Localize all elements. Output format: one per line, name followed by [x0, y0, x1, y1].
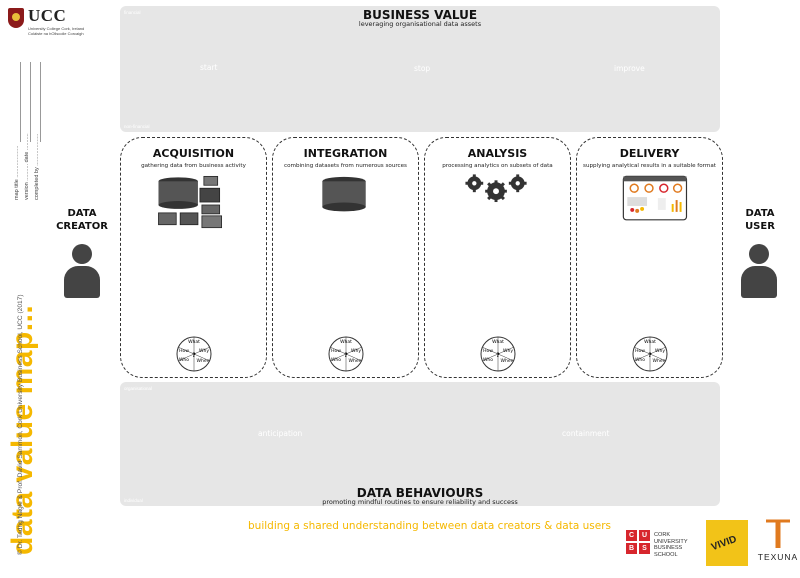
stage-acquisition-title: ACQUISITION: [152, 147, 235, 160]
data-behaviours-anticipation: anticipation: [258, 429, 303, 438]
cubs-logo-text: CORK UNIVERSITY BUSINESS SCHOOL: [654, 532, 688, 558]
svg-text:What: What: [188, 339, 200, 345]
five-w-icon: What How Why Who When ?: [480, 336, 515, 372]
texuna-logo-text: TEXUNA: [757, 552, 799, 562]
stage-integration: INTEGRATION combining datasets from nume…: [272, 137, 419, 378]
svg-text:When: When: [500, 358, 513, 364]
ucc-logo-sub-line-2: Coláiste na hOllscoile Corcaigh: [28, 31, 84, 36]
svg-text:Why: Why: [351, 348, 361, 354]
stage-acquisition: ACQUISITION gathering data from business…: [120, 137, 267, 378]
texuna-logo: TEXUNA: [756, 518, 800, 564]
acquisition-data-sources-icon: [158, 175, 223, 229]
vivid-logo: VIVID: [706, 520, 748, 566]
ucc-logo-name: UCC: [28, 6, 67, 25]
business-value-stop: stop: [414, 64, 431, 73]
data-user-label-line1: DATA: [745, 208, 775, 219]
svg-text:?: ?: [192, 352, 196, 359]
svg-text:When: When: [196, 358, 209, 364]
data-behaviours-title: DATA BEHAVIOURS: [356, 486, 484, 500]
stage-integration-title: INTEGRATION: [303, 147, 388, 160]
data-user-label-line2: USER: [745, 221, 775, 232]
data-behaviours-corner-top: organisational: [124, 386, 153, 391]
field-line-3: [40, 62, 41, 142]
field-line-1: [20, 62, 21, 142]
field-map-title: map title .....................: [14, 145, 20, 200]
svg-text:What: What: [340, 339, 352, 345]
cubs-letter-c: C: [626, 530, 637, 541]
texuna-mark-icon: [766, 519, 790, 548]
data-behaviours-subtitle: promoting mindful routines to ensure rel…: [322, 498, 518, 506]
business-value-corner-top: financial: [124, 10, 141, 15]
stage-acquisition-subtitle: gathering data from business activity: [141, 163, 246, 169]
data-behaviours-panel: organisational individual anticipation c…: [120, 382, 720, 506]
cubs-logo: C U B S CORK UNIVERSITY BUSINESS SCHOOL: [626, 530, 696, 558]
field-completed-by: completed by .....................: [34, 133, 40, 200]
svg-text:Why: Why: [655, 348, 665, 354]
data-creator-icon: [64, 244, 100, 298]
five-w-icon: What How Why Who When ?: [328, 336, 363, 372]
delivery-dashboard-icon: [622, 175, 688, 221]
business-value-start: start: [200, 63, 218, 72]
ucc-logo-sub-line-1: University College Cork, Ireland: [28, 26, 85, 31]
integration-database-icon: [322, 176, 366, 212]
business-value-improve: improve: [614, 64, 645, 73]
svg-text:What: What: [492, 339, 504, 345]
data-user-icon: [741, 244, 777, 298]
copyright-vertical: © Dr. Tadhg Nagle & Prof. David Sammon, …: [17, 294, 24, 555]
svg-text:?: ?: [496, 352, 500, 359]
svg-text:Who: Who: [482, 357, 492, 363]
svg-text:Who: Who: [178, 357, 188, 363]
field-version: version ........... date ...........: [24, 133, 30, 200]
stage-delivery-title: DELIVERY: [619, 147, 680, 160]
svg-text:?: ?: [648, 352, 652, 359]
stage-delivery: DELIVERY supplying analytical results in…: [576, 137, 723, 378]
five-w-icon: What How Why Who When ?: [632, 336, 667, 372]
ucc-logo-subtitle: University College Cork, Ireland Coláist…: [28, 26, 84, 36]
field-line-2: [30, 62, 31, 142]
data-behaviours-corner-bottom: individual: [124, 498, 143, 503]
data-creator-label: DATA CREATOR: [52, 207, 112, 233]
analysis-gears-icon: [465, 174, 527, 203]
data-creator-label-line2: CREATOR: [56, 221, 108, 232]
svg-text:How: How: [331, 348, 341, 354]
five-w-icon: What How Why Who When ?: [176, 336, 211, 372]
business-value-panel: BUSINESS VALUE leveraging organisational…: [120, 6, 720, 132]
svg-text:When: When: [652, 358, 665, 364]
ucc-crest-icon: [8, 8, 24, 28]
ucc-logo: UCC University College Cork, Ireland Col…: [8, 6, 98, 40]
stage-delivery-subtitle: supplying analytical results in a suitab…: [583, 163, 716, 169]
svg-text:?: ?: [344, 352, 348, 359]
svg-text:How: How: [635, 348, 645, 354]
svg-text:Why: Why: [199, 348, 209, 354]
svg-text:Who: Who: [330, 357, 340, 363]
tagline: building a shared understanding between …: [248, 520, 611, 532]
cubs-letter-b: B: [626, 543, 637, 554]
svg-text:Who: Who: [634, 357, 644, 363]
svg-text:How: How: [179, 348, 189, 354]
business-value-corner-bottom: non-financial: [124, 124, 150, 129]
svg-text:What: What: [644, 339, 656, 345]
cubs-letter-s: S: [639, 543, 650, 554]
svg-text:When: When: [348, 358, 361, 364]
data-creator-label-line1: DATA: [67, 208, 97, 219]
data-user-label: DATA USER: [730, 207, 790, 233]
vivid-logo-text: VIVID: [709, 533, 739, 554]
svg-text:How: How: [483, 348, 493, 354]
svg-text:Why: Why: [503, 348, 513, 354]
stage-analysis-title: ANALYSIS: [467, 147, 528, 160]
stage-analysis: ANALYSIS processing analytics on subsets…: [424, 137, 571, 378]
stage-integration-subtitle: combining datasets from numerous sources: [284, 163, 407, 169]
stage-analysis-subtitle: processing analytics on subsets of data: [442, 163, 553, 169]
cubs-letter-u: U: [639, 530, 650, 541]
business-value-title: BUSINESS VALUE: [362, 8, 478, 22]
data-behaviours-containment: containment: [562, 429, 610, 438]
business-value-subtitle: leveraging organisational data assets: [358, 20, 482, 28]
